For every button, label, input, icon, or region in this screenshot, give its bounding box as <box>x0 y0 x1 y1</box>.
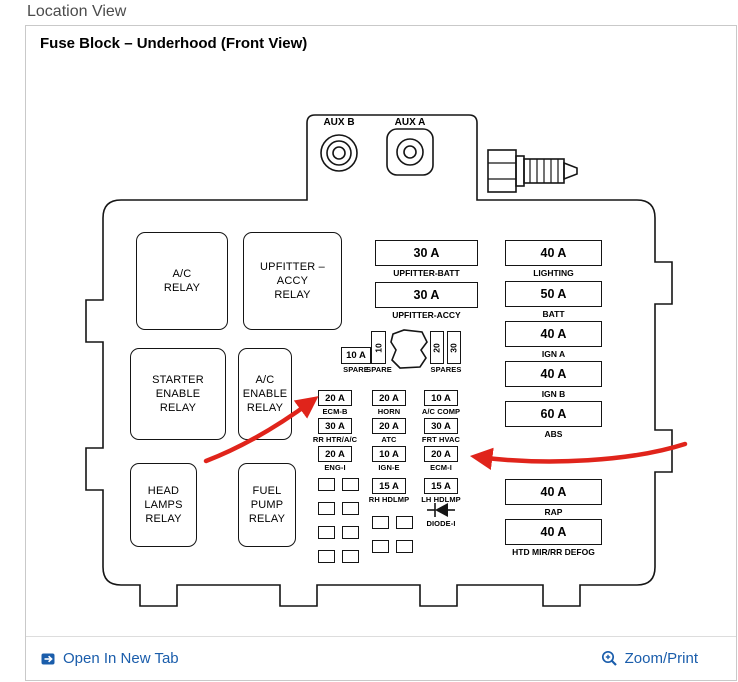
empty-fuse-slot <box>396 540 413 553</box>
page-title: Location View <box>27 3 127 20</box>
fuse-ac-comp-label: A/C COMP <box>421 407 461 416</box>
diode-label: DIODE-I <box>426 519 456 528</box>
threaded-stud <box>487 149 578 193</box>
fuse-rap-label: RAP <box>544 507 563 517</box>
fuse-spares-30: 30 <box>447 331 461 364</box>
empty-fuse-slot <box>318 550 335 563</box>
fuse-frt-hvac: 30 A <box>424 418 458 434</box>
open-in-new-tab-label: Open In New Tab <box>63 650 179 667</box>
fuse-spares-label: SPARES <box>430 365 462 374</box>
empty-fuse-slot <box>318 478 335 491</box>
diode-icon <box>427 503 455 517</box>
fuse-spare-10a: 10 A <box>341 347 371 364</box>
zoom-icon <box>601 650 617 666</box>
relay-ac-enable: A/C ENABLE RELAY <box>238 348 292 440</box>
relay-head-lamps: HEAD LAMPS RELAY <box>130 463 197 547</box>
footer-bar: Open In New Tab Zoom/Print <box>26 636 736 680</box>
fuse-atc-label: ATC <box>381 435 397 444</box>
empty-fuse-slot <box>372 516 389 529</box>
fuse-ign-b-label: IGN B <box>541 389 566 399</box>
fuse-horn: 20 A <box>372 390 406 406</box>
fuse-htd-mir-defog-label: HTD MIR/RR DEFOG <box>512 547 595 557</box>
fuse-ac-comp: 10 A <box>424 390 458 406</box>
fuse-upfitter-batt-label: UPFITTER-BATT <box>393 268 460 278</box>
aux-b-connector <box>320 134 358 172</box>
fuse-upfitter-batt: 30 A <box>375 240 478 266</box>
open-in-new-tab-icon <box>41 653 55 664</box>
aux-a-connector <box>386 128 434 176</box>
fuse-abs: 60 A <box>505 401 602 427</box>
fuse-eng-i: 20 A <box>318 446 352 462</box>
relay-fuel-pump: FUEL PUMP RELAY <box>238 463 296 547</box>
fuse-upfitter-accy: 30 A <box>375 282 478 308</box>
fuse-horn-label: HORN <box>377 407 401 416</box>
fuse-batt-label: BATT <box>542 309 565 319</box>
empty-fuse-slot <box>372 540 389 553</box>
fuse-rr-htr-ac: 30 A <box>318 418 352 434</box>
fuse-ecm-i: 20 A <box>424 446 458 462</box>
fuse-lighting-label: LIGHTING <box>533 268 574 278</box>
fuse-ign-b: 40 A <box>505 361 602 387</box>
fuse-ign-e-label: IGN-E <box>378 463 400 472</box>
empty-fuse-slot <box>318 526 335 539</box>
fuse-batt: 50 A <box>505 281 602 307</box>
fuse-ecm-b-label: ECM-B <box>322 407 348 416</box>
fuse-frt-hvac-label: FRT HVAC <box>421 435 461 444</box>
connector-blob <box>390 329 428 369</box>
fuse-spare-10a-label: SPARE <box>343 365 369 374</box>
fuse-spares-20: 20 <box>430 331 444 364</box>
fuse-rr-htr-ac-label: RR HTR/A/C <box>312 435 358 444</box>
zoom-print-label: Zoom/Print <box>624 650 698 667</box>
aux-b-label: AUX B <box>323 117 355 128</box>
fuse-atc: 20 A <box>372 418 406 434</box>
zoom-print-link[interactable]: Zoom/Print <box>601 650 698 667</box>
fuse-ecm-i-label: ECM-I <box>430 463 452 472</box>
fuse-htd-mir-defog: 40 A <box>505 519 602 545</box>
fuse-ecm-b: 20 A <box>318 390 352 406</box>
empty-fuse-slot <box>342 526 359 539</box>
fuse-rap: 40 A <box>505 479 602 505</box>
diagram-title: Fuse Block – Underhood (Front View) <box>40 35 308 52</box>
empty-fuse-slot <box>342 550 359 563</box>
open-in-new-tab-link[interactable]: Open In New Tab <box>40 650 179 667</box>
fuse-eng-i-label: ENG-I <box>324 463 346 472</box>
relay-ac: A/C RELAY <box>136 232 228 330</box>
fuse-rh-hdlmp-label: RH HDLMP <box>368 495 410 504</box>
empty-fuse-slot <box>342 502 359 515</box>
fuse-ign-e: 10 A <box>372 446 406 462</box>
aux-a-label: AUX A <box>394 117 426 128</box>
fuse-spare-vertical: 10 <box>371 331 386 364</box>
relay-upfitter-accy: UPFITTER – ACCY RELAY <box>243 232 342 330</box>
empty-fuse-slot <box>318 502 335 515</box>
fuse-spare-vertical-label: SPARE <box>366 365 392 374</box>
relay-starter-enable: STARTER ENABLE RELAY <box>130 348 226 440</box>
empty-fuse-slot <box>396 516 413 529</box>
fuse-upfitter-accy-label: UPFITTER-ACCY <box>392 310 461 320</box>
empty-fuse-slot <box>342 478 359 491</box>
fuse-rh-hdlmp: 15 A <box>372 478 406 494</box>
fuse-lh-hdlmp: 15 A <box>424 478 458 494</box>
fuse-lighting: 40 A <box>505 240 602 266</box>
fuse-ign-a-label: IGN A <box>541 349 566 359</box>
fuse-lh-hdlmp-label: LH HDLMP <box>421 495 461 504</box>
fuse-ign-a: 40 A <box>505 321 602 347</box>
fuse-abs-label: ABS <box>544 429 563 439</box>
